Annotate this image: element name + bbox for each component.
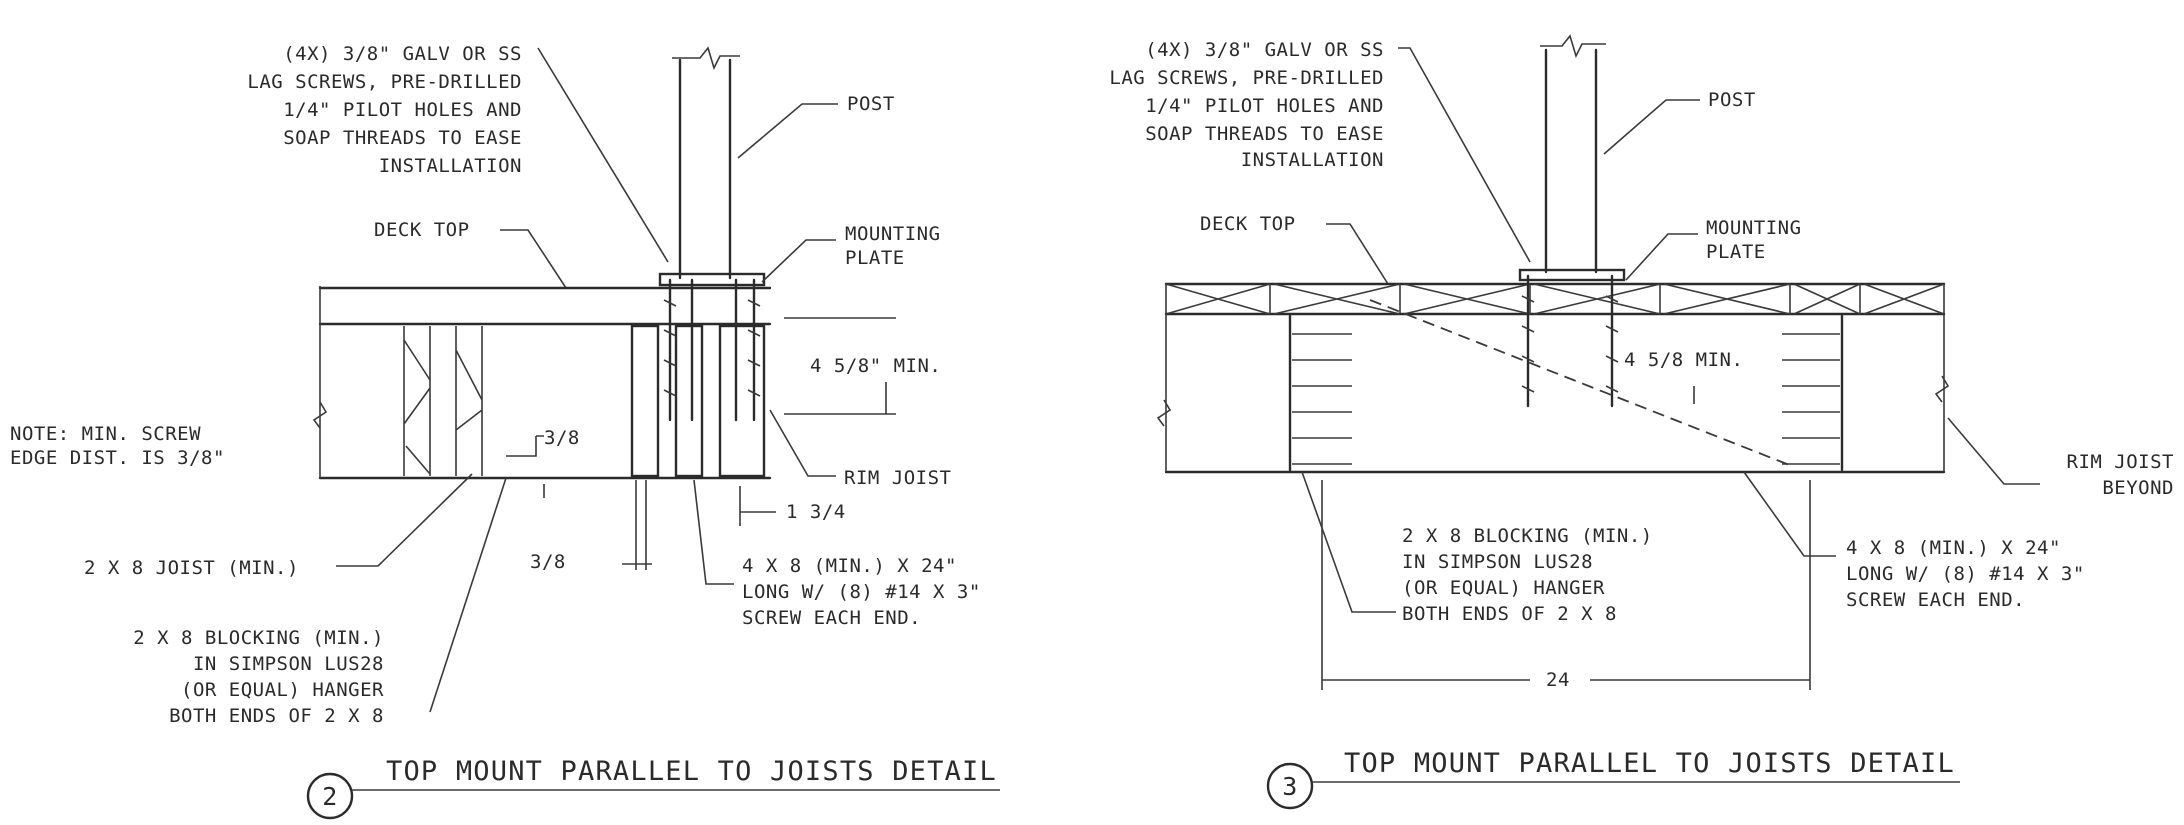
note-line: IN SIMPSON LUS28 xyxy=(1402,551,1593,573)
right-detail-number: 3 xyxy=(1282,772,1298,801)
right-mounting-plate xyxy=(1518,268,1626,282)
left-detail-number: 2 xyxy=(322,782,338,811)
post-label: POST xyxy=(847,93,895,115)
note-line: BOTH ENDS OF 2 X 8 xyxy=(1402,603,1617,625)
post-label: POST xyxy=(1708,89,1756,111)
right-mounting-plate-label: MOUNTING PLATE xyxy=(1706,217,1802,263)
right-lag-screw-note: (4X) 3/8" GALV OR SS LAG SCREWS, PRE-DRI… xyxy=(1109,39,1384,171)
note-line: SCREW EACH END. xyxy=(1846,589,2025,611)
lag-screw-leader xyxy=(537,47,669,263)
blocking-member-leader xyxy=(1743,471,1836,557)
note-line: INSTALLATION xyxy=(379,155,522,177)
note-line: LAG SCREWS, PRE-DRILLED xyxy=(247,71,522,93)
rim-joist-label: RIM JOIST xyxy=(844,467,951,489)
label-line: PLATE xyxy=(845,247,905,269)
left-blocking-member-note: 4 X 8 (MIN.) X 24" LONG W/ (8) #14 X 3" … xyxy=(742,555,981,629)
left-mounting-plate xyxy=(658,272,766,287)
right-lag-screws xyxy=(1521,274,1619,408)
note-line: (OR EQUAL) HANGER xyxy=(1402,577,1605,599)
note-line: 2 X 8 BLOCKING (MIN.) xyxy=(1402,525,1653,547)
left-deck-section xyxy=(312,286,772,480)
left-lag-screws xyxy=(663,278,761,422)
note-line: NOTE: MIN. SCREW xyxy=(10,423,201,445)
blocking-leader xyxy=(429,477,507,713)
width-dim-line xyxy=(739,486,776,526)
note-line: LONG W/ (8) #14 X 3" xyxy=(742,581,981,603)
plate-leader xyxy=(761,239,836,283)
note-line: INSTALLATION xyxy=(1241,149,1384,171)
left-blocking-note: 2 X 8 BLOCKING (MIN.) IN SIMPSON LUS28 (… xyxy=(133,627,384,727)
width-dim-label: 1 3/4 xyxy=(786,501,846,523)
plate-leader xyxy=(1625,233,1698,281)
left-detail-number-circle xyxy=(306,772,354,820)
note-line: 4 X 8 (MIN.) X 24" xyxy=(1846,537,2061,559)
joist-leader xyxy=(336,473,473,567)
note-line: 1/4" PILOT HOLES AND xyxy=(1145,95,1384,117)
note-line: LAG SCREWS, PRE-DRILLED xyxy=(1109,67,1384,89)
note-line: EDGE DIST. IS 3/8" xyxy=(10,447,225,469)
right-detail: (4X) 3/8" GALV OR SS LAG SCREWS, PRE-DRI… xyxy=(1109,34,2174,810)
note-line: 4 X 8 (MIN.) X 24" xyxy=(742,555,957,577)
right-post xyxy=(1540,34,1606,274)
deck-top-label: DECK TOP xyxy=(1200,213,1296,235)
right-blocking-note: 2 X 8 BLOCKING (MIN.) IN SIMPSON LUS28 (… xyxy=(1402,525,1653,625)
edge-dim-label: 3/8 xyxy=(544,427,580,449)
gap-dim-label: 3/8 xyxy=(530,551,566,573)
note-line: BOTH ENDS OF 2 X 8 xyxy=(169,705,384,727)
right-rim-joist-label: RIM JOIST BEYOND xyxy=(2067,451,2174,499)
lag-screw-leader xyxy=(1398,47,1531,263)
label-line: PLATE xyxy=(1706,241,1766,263)
deck-top-leader xyxy=(1326,223,1389,285)
blocking-leader xyxy=(1301,471,1396,613)
right-detail-number-circle xyxy=(1266,762,1314,810)
span-dim-label: 24 xyxy=(1546,669,1570,691)
gap-dim-line xyxy=(622,480,652,570)
note-line: (4X) 3/8" GALV OR SS xyxy=(283,43,522,65)
note-line: SCREW EACH END. xyxy=(742,607,921,629)
left-lag-screw-note: (4X) 3/8" GALV OR SS LAG SCREWS, PRE-DRI… xyxy=(247,43,522,177)
label-line: RIM JOIST xyxy=(2067,451,2174,473)
left-mounting-plate-label: MOUNTING PLATE xyxy=(845,223,941,269)
left-detail-title: TOP MOUNT PARALLEL TO JOISTS DETAIL xyxy=(386,756,997,787)
right-blocking-member-note: 4 X 8 (MIN.) X 24" LONG W/ (8) #14 X 3" … xyxy=(1846,537,2085,611)
post-leader xyxy=(1603,99,1700,155)
note-line: IN SIMPSON LUS28 xyxy=(193,653,384,675)
label-line: BEYOND xyxy=(2102,477,2174,499)
note-line: LONG W/ (8) #14 X 3" xyxy=(1846,563,2085,585)
left-edge-distance-note: NOTE: MIN. SCREW EDGE DIST. IS 3/8" xyxy=(10,423,225,469)
depth-dimension xyxy=(784,317,896,415)
post-leader xyxy=(737,103,838,159)
note-line: 1/4" PILOT HOLES AND xyxy=(283,99,522,121)
right-deck-section xyxy=(1156,282,1950,474)
joist-label: 2 X 8 JOIST (MIN.) xyxy=(84,557,299,579)
left-detail: (4X) 3/8" GALV OR SS LAG SCREWS, PRE-DRI… xyxy=(10,43,1000,820)
note-line: 2 X 8 BLOCKING (MIN.) xyxy=(133,627,384,649)
label-line: MOUNTING xyxy=(845,223,941,245)
left-post xyxy=(672,46,740,280)
rim-joist-leader xyxy=(769,409,836,477)
note-line: (OR EQUAL) HANGER xyxy=(181,679,384,701)
edge-dim-leader xyxy=(506,435,545,498)
note-line: (4X) 3/8" GALV OR SS xyxy=(1145,39,1384,61)
note-line: SOAP THREADS TO EASE xyxy=(283,127,522,149)
min-depth-label: 4 5/8 MIN. xyxy=(1624,349,1743,371)
right-detail-title: TOP MOUNT PARALLEL TO JOISTS DETAIL xyxy=(1344,748,1955,779)
label-line: MOUNTING xyxy=(1706,217,1802,239)
span-dim-line xyxy=(1321,480,1811,690)
blocking-member-leader xyxy=(693,479,734,585)
deck-top-leader xyxy=(500,229,567,289)
rim-joist-leader xyxy=(1947,417,2040,485)
deck-top-label: DECK TOP xyxy=(374,219,470,241)
note-line: SOAP THREADS TO EASE xyxy=(1145,123,1384,145)
min-depth-label: 4 5/8" MIN. xyxy=(810,355,941,377)
